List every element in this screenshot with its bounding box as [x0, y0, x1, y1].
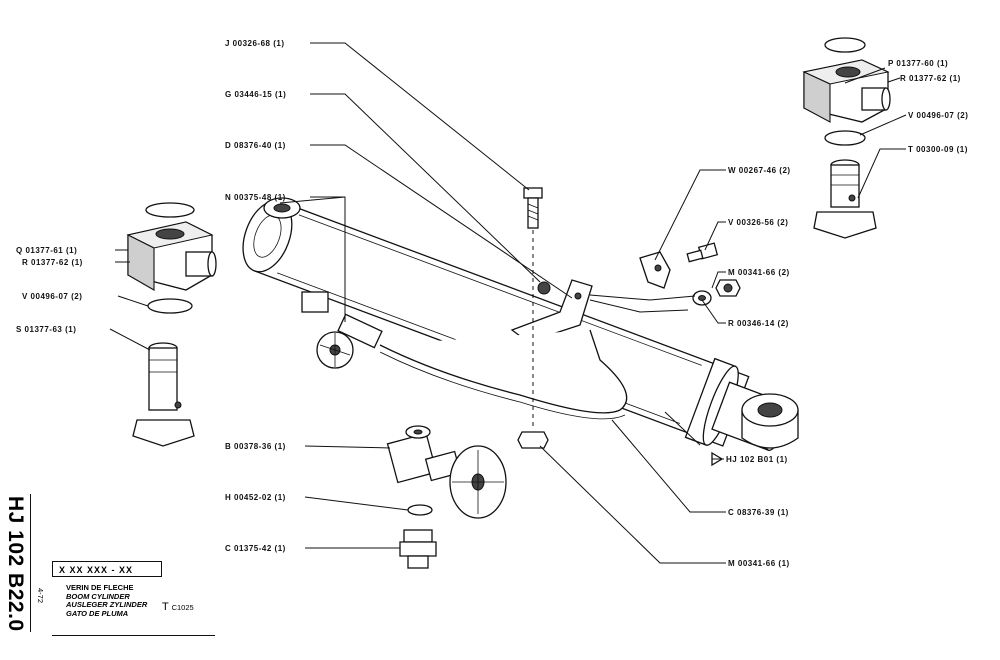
title-lines: VERIN DE FLECHE BOOM CYLINDER AUSLEGER Z…	[66, 583, 148, 618]
label-r-left: R 01377-62 (1)	[22, 258, 83, 267]
label-hj: HJ 102 B01 (1)	[726, 455, 788, 464]
document-date: 4-72	[36, 588, 46, 618]
nut-m-mid	[715, 279, 741, 297]
title-bottom-rule	[52, 635, 215, 636]
block-top-right	[802, 37, 891, 146]
part-labels: J 00326-68 (1) G 03446-15 (1) D 08376-40…	[16, 39, 968, 568]
type-letter: T	[162, 601, 169, 613]
type-code: C1025	[171, 603, 194, 612]
label-g: G 03446-15 (1)	[225, 90, 286, 99]
label-c-small: C 01375-42 (1)	[225, 544, 286, 553]
label-r-right: R 01377-62 (1)	[900, 74, 961, 83]
rod-eye	[741, 393, 799, 449]
label-t: T 00300-09 (1)	[908, 145, 968, 154]
label-d: D 08376-40 (1)	[225, 141, 286, 150]
nut-low	[517, 431, 549, 449]
label-m-mid: M 00341-66 (2)	[728, 268, 790, 277]
label-j: J 00326-68 (1)	[225, 39, 284, 48]
type-designation: T C1025	[162, 601, 194, 613]
title-spanish: GATO DE PLUMA	[66, 608, 129, 618]
label-w: W 00267-46 (2)	[728, 166, 791, 175]
label-p: P 01377-60 (1)	[888, 59, 948, 68]
label-s: S 01377-63 (1)	[16, 325, 76, 334]
label-v-mid: V 00326-56 (2)	[728, 218, 788, 227]
title-block: X XX XXX - XX VERIN DE FLECHE BOOM CYLIN…	[52, 561, 215, 636]
label-m-low: M 00341-66 (1)	[728, 559, 790, 568]
label-h: H 00452-02 (1)	[225, 493, 286, 502]
left-border-rule	[30, 494, 31, 632]
valve-on-cylinder	[316, 313, 383, 369]
fitting-t	[813, 159, 877, 239]
fitting-s	[132, 342, 195, 447]
hose	[379, 329, 628, 414]
leader-lines	[109, 42, 907, 564]
document-number: HJ 102 B22.0	[4, 496, 29, 632]
block-left	[126, 202, 217, 314]
part-code-pattern: X XX XXX - XX	[52, 561, 162, 577]
boom-cylinder	[242, 197, 799, 451]
title-french: VERIN DE FLECHE	[66, 583, 134, 592]
label-r-mid: R 00346-14 (2)	[728, 319, 789, 328]
valve-b	[386, 425, 507, 519]
label-b: B 00378-36 (1)	[225, 442, 286, 451]
assembly-arrow-marker	[711, 451, 724, 467]
washer-h	[407, 504, 433, 516]
label-v-right: V 00496-07 (2)	[908, 111, 968, 120]
title-english: BOOM CYLINDER	[66, 591, 130, 601]
nipple-c	[399, 529, 437, 569]
clip-w	[639, 251, 671, 289]
document-number-text: HJ 102 B22.0	[4, 496, 27, 632]
title-german: AUSLEGER ZYLINDER	[66, 600, 148, 609]
label-v-left: V 00496-07 (2)	[22, 292, 82, 301]
washer-r-mid	[692, 290, 712, 306]
document-date-text: 4-72	[36, 588, 45, 604]
label-q: Q 01377-61 (1)	[16, 246, 77, 255]
bolt-j	[523, 187, 543, 229]
screw-v-mid	[686, 242, 719, 263]
label-c-hose: C 08376-39 (1)	[728, 508, 789, 517]
label-n: N 00375-48 (1)	[225, 193, 286, 202]
